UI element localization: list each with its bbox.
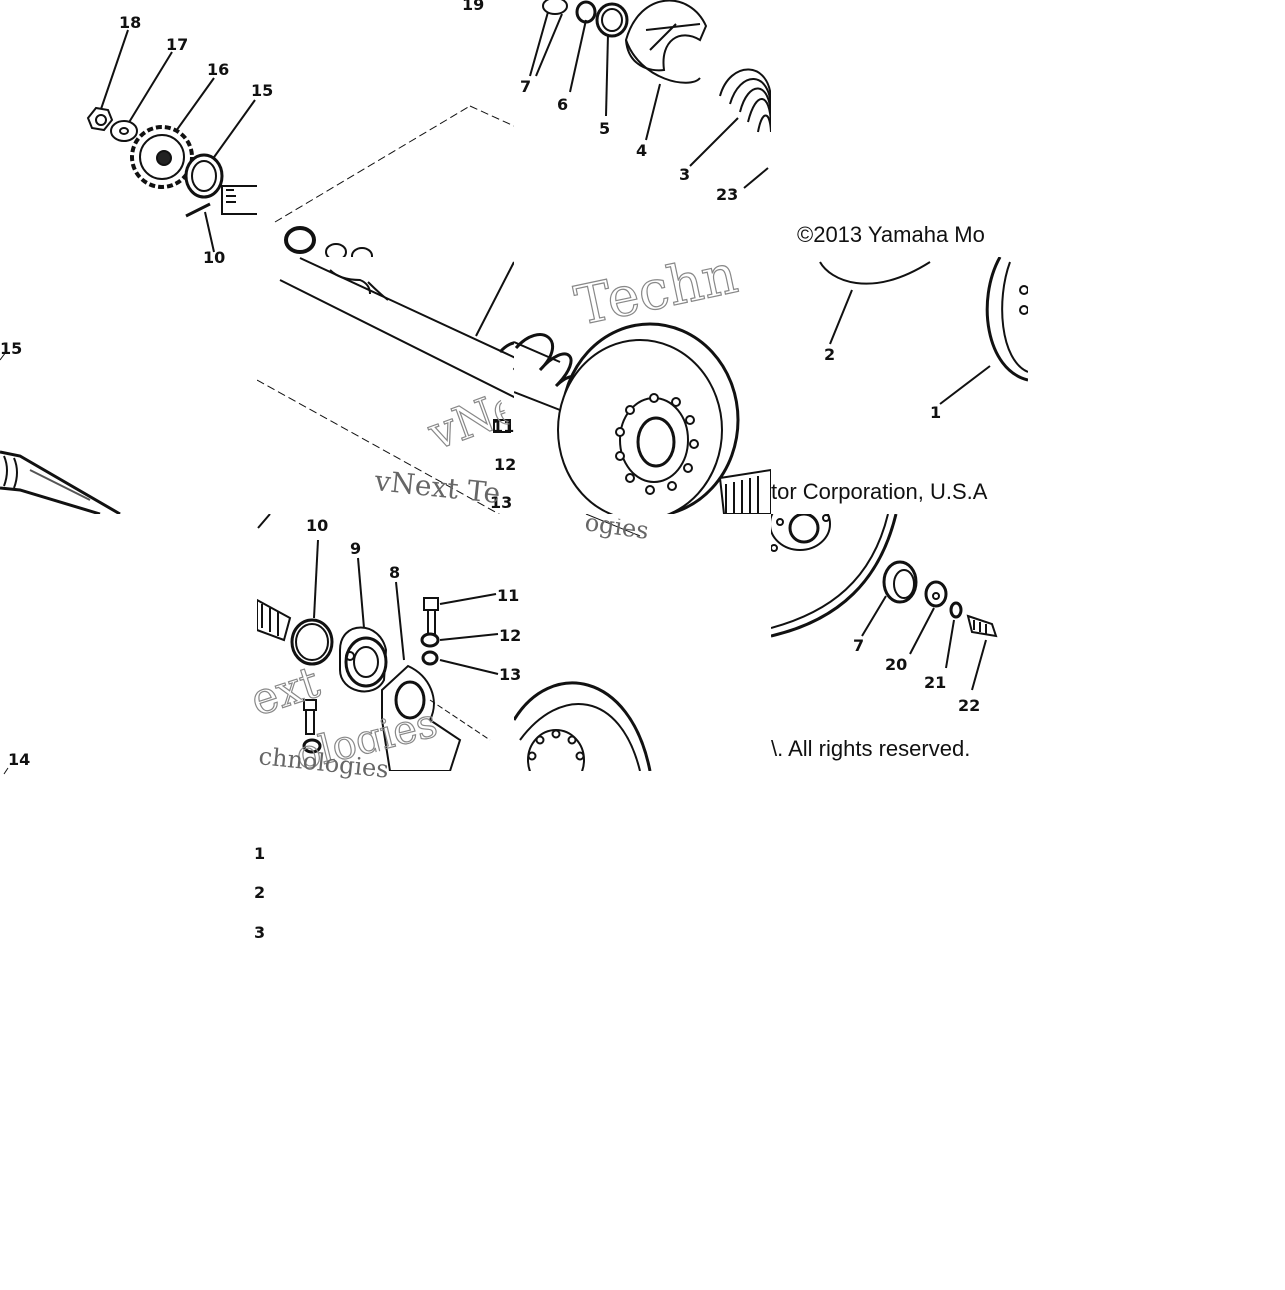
legend-number-3: 3 <box>254 923 265 942</box>
callout-11: 11 <box>497 586 519 605</box>
legend-number-1: 1 <box>254 844 265 863</box>
callout-12-mid: 12 <box>494 455 516 474</box>
sprocket-group <box>86 29 257 253</box>
callout-18: 18 <box>119 13 141 32</box>
callout-21: 21 <box>924 673 946 692</box>
copyright-line-2: tor Corporation, U.S.A <box>771 479 988 504</box>
callout-15-left: 15 <box>0 339 22 358</box>
callout-17: 17 <box>166 35 188 54</box>
copyright-line-3: \. All rights reserved. <box>771 736 971 761</box>
copyright-line-1: ©2013 Yamaha Mo <box>797 222 985 247</box>
callout-20: 20 <box>885 655 907 674</box>
callout-19: 19 <box>462 0 484 14</box>
callout-10: 10 <box>306 516 328 535</box>
callout-2: 2 <box>824 345 835 364</box>
callout-7-top: 7 <box>520 77 531 96</box>
callout-3: 3 <box>679 165 690 184</box>
callout-12: 12 <box>499 626 521 645</box>
cam-spring-group <box>529 0 771 189</box>
callout-7: 7 <box>853 636 864 655</box>
callout-14: 14 <box>8 750 30 769</box>
drive-sheave-group <box>514 322 771 514</box>
callout-16: 16 <box>207 60 229 79</box>
primary-shaft-group <box>257 257 514 514</box>
callout-4: 4 <box>636 141 647 160</box>
watermark-text-2: vNext Te <box>372 464 502 510</box>
shaft-group-top <box>274 105 514 257</box>
callout-13-mid: 13 <box>490 493 512 512</box>
callout-10-top: 10 <box>203 248 225 267</box>
callout-5: 5 <box>599 119 610 138</box>
legend-number-2: 2 <box>254 883 265 902</box>
bearing-bracket-group <box>257 514 499 771</box>
lower-sheave-group <box>514 514 652 771</box>
callout-9: 9 <box>350 539 361 558</box>
callout-8: 8 <box>389 563 400 582</box>
shaft-end-group <box>0 351 121 514</box>
callout-1: 1 <box>930 403 941 422</box>
callout-23: 23 <box>716 185 738 204</box>
driven-sheave-group <box>819 257 1028 405</box>
callout-13: 13 <box>499 665 521 684</box>
sheave-hardware-group <box>771 514 998 691</box>
callout-11-mid: 11 <box>492 417 514 436</box>
callout-6: 6 <box>557 95 568 114</box>
callout-22: 22 <box>958 696 980 715</box>
callout-15-top: 15 <box>251 81 273 100</box>
